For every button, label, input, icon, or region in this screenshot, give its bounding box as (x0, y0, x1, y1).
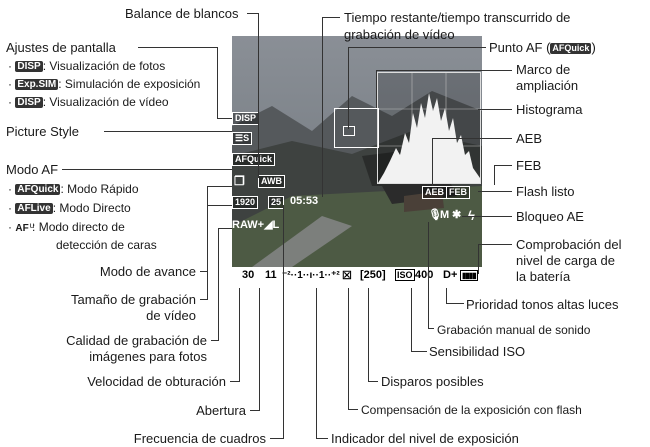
drive-mode-icon: ❐ (234, 174, 245, 188)
af-mode-icon: AFQuick (232, 153, 276, 166)
battery-icon: ▮▮▮▮ (460, 269, 478, 281)
magnification-frame (334, 108, 379, 148)
image-quality: RAW+◢L (232, 219, 280, 231)
histogram (377, 72, 481, 184)
label-calidad-l2: imágenes para fotos (89, 349, 207, 364)
label-calidad-l1: Calidad de grabación de (66, 333, 207, 348)
label-tiempo-l2: grabación de vídeo (344, 27, 455, 42)
label-tamano-l2: de vídeo (146, 308, 196, 323)
movie-time-remaining: 05:53 (290, 195, 319, 207)
frame-rate-icon: 25 (268, 196, 285, 209)
label-comprob-l3: la batería (516, 269, 571, 284)
aperture-value: 11 (265, 269, 277, 281)
label-abertura: Abertura (196, 403, 246, 418)
disp-video-tag: DISP (15, 97, 43, 108)
label-comp-flash: Compensación de la exposición con flash (361, 403, 582, 417)
ajustes-item-simulacion: · Exp.SIM: Simulación de exposición (8, 77, 201, 91)
af-quick-icon: AFQuick (550, 43, 592, 54)
disp-photo-tag: DISP (15, 61, 43, 72)
modo-af-item-rapido: · AFQuick: Modo Rápido (8, 182, 139, 196)
modo-af-item-caras: · AF ͧ: Modo directo de (8, 220, 125, 234)
histogram-graph (378, 73, 480, 183)
af-point (343, 126, 355, 136)
label-aeb: AEB (516, 131, 543, 146)
picture-style-icon: ☰S (232, 132, 253, 145)
aeb-icon: AEB (422, 186, 448, 199)
label-frecuencia: Frecuencia de cuadros (133, 431, 266, 446)
flash-ready-icon: ϟ (468, 209, 475, 222)
iso-value: 400 (415, 269, 434, 281)
shots-remaining: [250] (360, 269, 386, 281)
live-view-screen: DISP ☰S AFQuick ❐ AWB 1920 25 05:53 RAW+… (232, 36, 482, 267)
exposure-level-indicator: ⁻²··1··ı··1··⁺² (282, 269, 340, 281)
shutter-speed: 30 (242, 269, 255, 281)
modo-af-caras-cont: detección de caras (56, 238, 157, 252)
feb-icon: FEB (446, 186, 470, 199)
picture-style-value: S (243, 133, 250, 143)
display-settings-icon: DISP (232, 112, 260, 125)
label-flash-listo: Flash listo (516, 184, 575, 199)
label-indicador: Indicador del nivel de exposición (331, 431, 519, 446)
label-grab-sonido: Grabación manual de sonido (437, 323, 591, 337)
modo-af-item-caras-text: : Modo directo de (32, 220, 125, 234)
label-ajustes-pantalla: Ajustes de pantalla (6, 40, 116, 55)
label-marco-l1: Marco de (516, 62, 571, 77)
label-balance-blancos: Balance de blancos (125, 6, 239, 21)
ajustes-item-fotos-text: : Visualización de fotos (42, 59, 166, 73)
label-tamano-l1: Tamaño de grabación (70, 292, 196, 307)
label-comprob-l2: nivel de carga de (516, 253, 616, 268)
microphone-icon: 🎙 (428, 209, 442, 221)
label-modo-avance: Modo de avance (99, 264, 196, 279)
ajustes-item-video: · DISP: Visualización de vídeo (8, 95, 169, 109)
exp-sim-tag: Exp.SIM (15, 79, 59, 90)
label-feb: FEB (516, 158, 542, 173)
label-disparos: Disparos posibles (381, 374, 484, 389)
af-face-tag: AF (15, 223, 29, 234)
label-punto-af: Punto AF (AFQuick) (489, 40, 596, 56)
label-picture-style: Picture Style (6, 124, 79, 139)
af-quick-tag: AFQuick (15, 184, 61, 195)
label-bloqueo-ae: Bloqueo AE (516, 209, 584, 224)
label-modo-af: Modo AF (6, 162, 59, 177)
label-marco-l2: ampliación (516, 78, 579, 93)
modo-af-item-directo-text: : Modo Directo (52, 201, 131, 215)
mic-manual-value: M (440, 209, 450, 221)
ajustes-item-video-text: : Visualización de vídeo (42, 95, 169, 109)
label-sens-iso: Sensibilidad ISO (429, 344, 526, 359)
label-punto-af-text: Punto AF ( (489, 40, 551, 55)
highlight-tone-priority: D+ (443, 269, 458, 281)
label-velocidad: Velocidad de obturación (87, 374, 226, 389)
flash-comp-icon: ☒ (342, 269, 352, 282)
ae-lock-icon: ✱ (452, 209, 462, 221)
modo-af-item-rapido-text: : Modo Rápido (60, 182, 139, 196)
label-comprob-l1: Comprobación del (516, 237, 622, 252)
info-bar: 30 11 ⁻²··1··ı··1··⁺² ☒ [250] ISO 400 D+… (242, 262, 482, 288)
modo-af-item-directo: · AFLive: Modo Directo (8, 201, 131, 215)
label-punto-af-end: ) (591, 40, 596, 55)
ajustes-item-fotos: · DISP: Visualización de fotos (8, 59, 166, 73)
white-balance-icon: AWB (258, 175, 285, 188)
label-histograma: Histograma (516, 102, 583, 117)
af-live-tag: AFLive (15, 203, 53, 214)
iso-icon: ISO (395, 269, 415, 281)
label-tiempo-l1: Tiempo restante/tiempo transcurrido de (344, 10, 571, 25)
movie-size-icon: 1920 (232, 196, 259, 209)
label-prioridad: Prioridad tonos altas luces (466, 297, 619, 312)
ajustes-item-simulacion-text: : Simulación de exposición (58, 77, 201, 91)
